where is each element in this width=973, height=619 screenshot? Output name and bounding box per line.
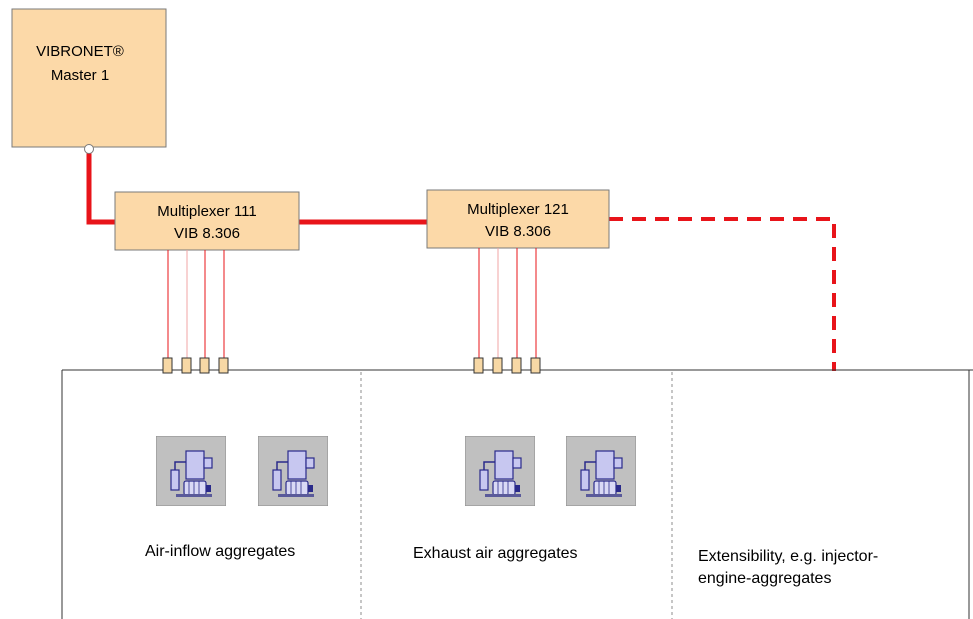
multiplexer-111: Multiplexer 111 VIB 8.306: [114, 191, 300, 251]
multiplexer-121-name: Multiplexer 121: [467, 201, 569, 218]
multiplexer-111-name: Multiplexer 111: [157, 203, 257, 220]
plug-connector-icon: [218, 357, 229, 374]
bus-extension-dashed: [609, 217, 836, 371]
motor-aggregate-icon: [465, 436, 535, 506]
master-node: VIBRONET® Master 1: [11, 8, 167, 154]
motor-aggregate-icon: [156, 436, 226, 506]
section-label-exhaust-air: Exhaust air aggregates: [413, 545, 578, 562]
mux121-connectors: [473, 357, 541, 374]
mux111-connectors: [162, 357, 229, 374]
motor-aggregate-icon: [566, 436, 636, 506]
plug-connector-icon: [492, 357, 503, 374]
motor-aggregate-icon: [258, 436, 328, 506]
bus-master-to-mux111: [86, 152, 115, 225]
multiplexer-111-model: VIB 8.306: [174, 225, 240, 242]
section-label-air-inflow: Air-inflow aggregates: [145, 543, 295, 560]
multiplexer-121-model: VIB 8.306: [485, 223, 551, 240]
plug-connector-icon: [199, 357, 210, 374]
master-subtitle: Master 1: [51, 67, 109, 84]
plug-connector-icon: [511, 357, 522, 374]
multiplexer-121: Multiplexer 121 VIB 8.306: [426, 189, 610, 249]
mux111-channel-lines: [167, 250, 225, 358]
plug-connector-icon: [181, 357, 192, 374]
master-port-icon: [84, 144, 94, 154]
plug-connector-icon: [530, 357, 541, 374]
mux121-channel-lines: [478, 248, 537, 358]
master-title: VIBRONET®: [36, 43, 124, 60]
section-label-extensibility-line2: engine-aggregates: [698, 570, 831, 587]
plug-connector-icon: [473, 357, 484, 374]
section-label-extensibility-line1: Extensibility, e.g. injector-: [698, 548, 878, 565]
plug-connector-icon: [162, 357, 173, 374]
